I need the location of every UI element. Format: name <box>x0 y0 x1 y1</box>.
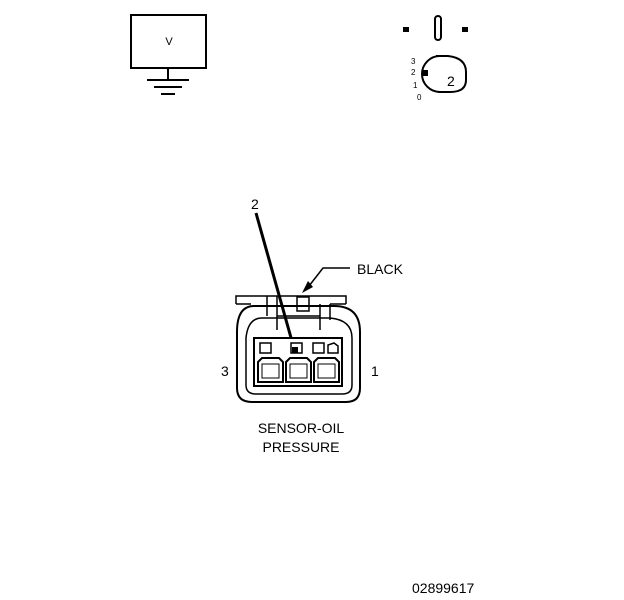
voltmeter-box <box>130 14 207 69</box>
callout-leader-line <box>254 212 297 353</box>
connector-outer-shell <box>236 305 361 403</box>
switch-position-3: 3 <box>411 57 416 66</box>
connector-name-line2: PRESSURE <box>262 439 339 455</box>
connector-color-label: BLACK <box>357 261 404 277</box>
terminal-top-1 <box>312 342 325 354</box>
connector-name-line1: SENSOR-OIL <box>258 420 345 436</box>
switch-key-slot-icon <box>434 15 442 41</box>
connector-inner-shell <box>245 317 353 395</box>
switch-position-1: 1 <box>413 81 418 90</box>
switch-right-marker <box>462 27 468 32</box>
switch-position-2: 2 <box>411 68 416 77</box>
voltmeter-symbol: V <box>165 36 173 48</box>
ignition-key-icon <box>421 55 467 93</box>
ignition-switch: 3 2 1 0 2 <box>403 15 468 102</box>
connector-pin-label-right: 1 <box>371 363 379 379</box>
terminal-top-3 <box>259 342 272 354</box>
oil-pressure-sensor-connector <box>235 295 361 403</box>
color-arrowhead <box>302 281 313 293</box>
terminal-2-probe-point <box>292 347 298 353</box>
connector-pin-label-left: 3 <box>221 363 229 379</box>
switch-position-0: 0 <box>417 93 422 102</box>
connector-top-rail <box>235 295 347 304</box>
switch-selected-position: 2 <box>447 73 455 89</box>
ground-icon <box>147 79 189 95</box>
figure-id: 02899617 <box>412 580 475 596</box>
color-leader-line <box>308 267 350 287</box>
connector-lock-tab <box>296 296 310 312</box>
voltmeter: V <box>130 14 207 95</box>
callout-pin-number: 2 <box>251 196 259 212</box>
switch-left-marker <box>403 27 409 32</box>
